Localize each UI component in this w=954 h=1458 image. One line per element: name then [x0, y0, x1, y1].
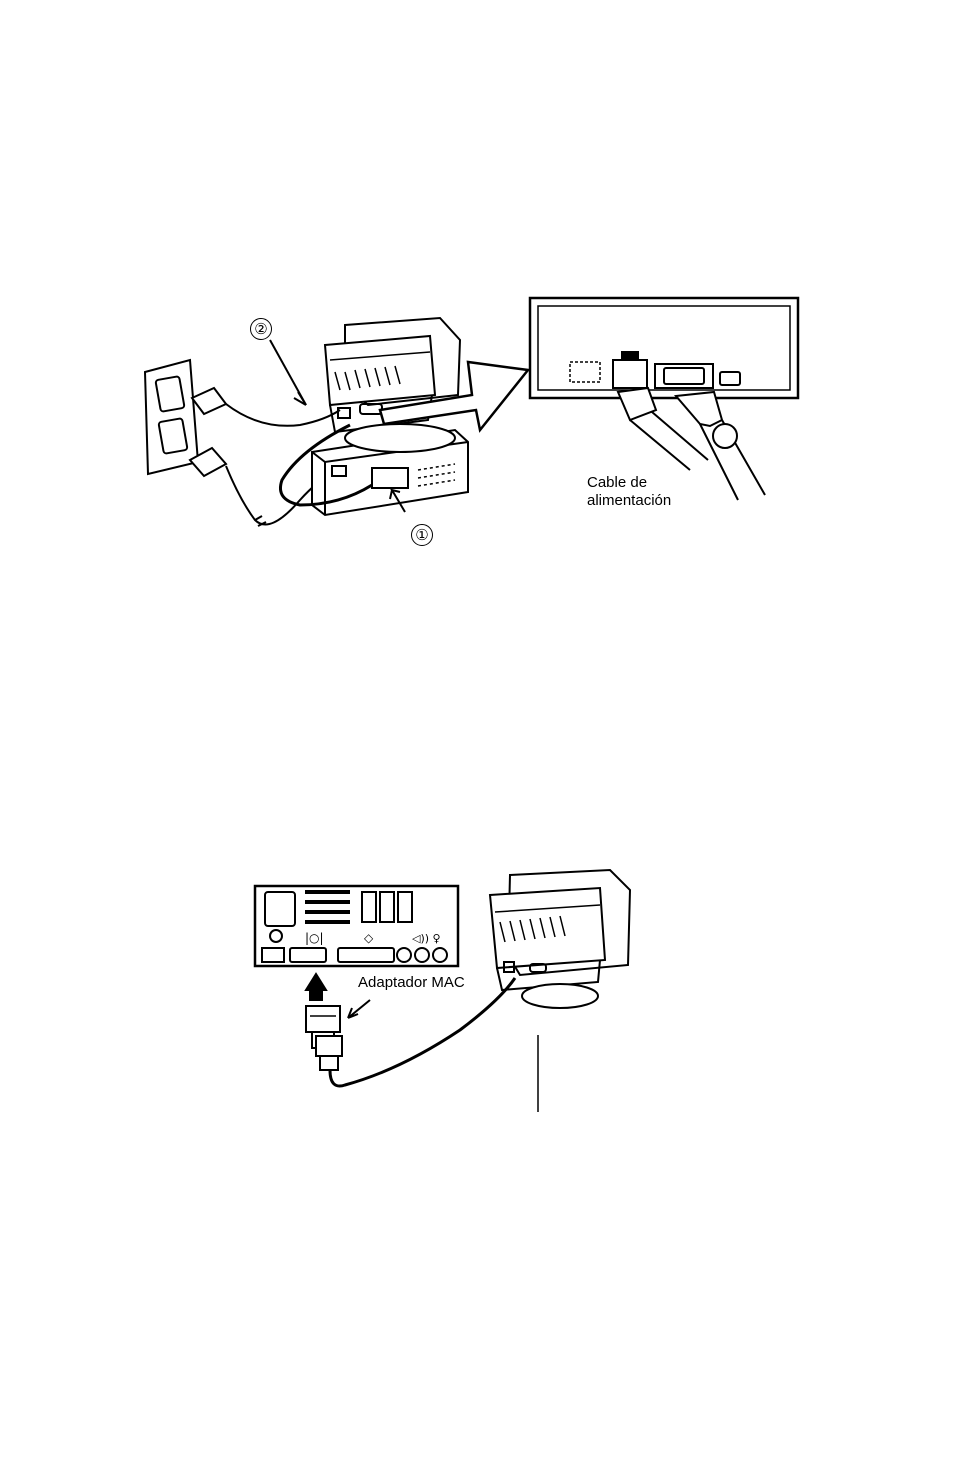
adapter-label-leader: [348, 1000, 370, 1018]
power-cable-label-line1: Cable de: [587, 474, 647, 491]
mac-rear-panel: |○| ◇ ◁)) ♀: [255, 886, 458, 966]
monitor: [490, 870, 630, 1008]
wall-outlet: [145, 360, 198, 474]
monitor-rear: [325, 318, 460, 452]
figure-1-connection-overview: ① ② Cable de alimentación: [0, 0, 954, 560]
power-cable-label-line2: alimentación: [587, 492, 671, 509]
svg-text:◇: ◇: [364, 931, 374, 945]
figure-2-mac-adapter: |○| ◇ ◁)) ♀: [0, 850, 954, 1130]
vga-plug: [316, 1036, 342, 1070]
figure-2-drawing: |○| ◇ ◁)) ♀: [0, 850, 954, 1130]
monitor-rear-panel-detail: [530, 298, 798, 500]
insert-arrow: [306, 974, 326, 1000]
callout-1-marker: ①: [411, 524, 433, 546]
power-plug-lower: [190, 448, 330, 526]
monitor-signal-cable: [330, 978, 515, 1086]
figure-1-drawing: [0, 0, 954, 560]
svg-text:◁)) ♀: ◁)) ♀: [412, 932, 441, 945]
svg-text:|○|: |○|: [305, 931, 324, 945]
mac-adapter-label: Adaptador MAC: [358, 974, 465, 991]
callout-2-marker: ②: [250, 318, 272, 340]
callout-2-arrowhead: [294, 392, 306, 405]
power-plug-upper: [192, 388, 340, 426]
